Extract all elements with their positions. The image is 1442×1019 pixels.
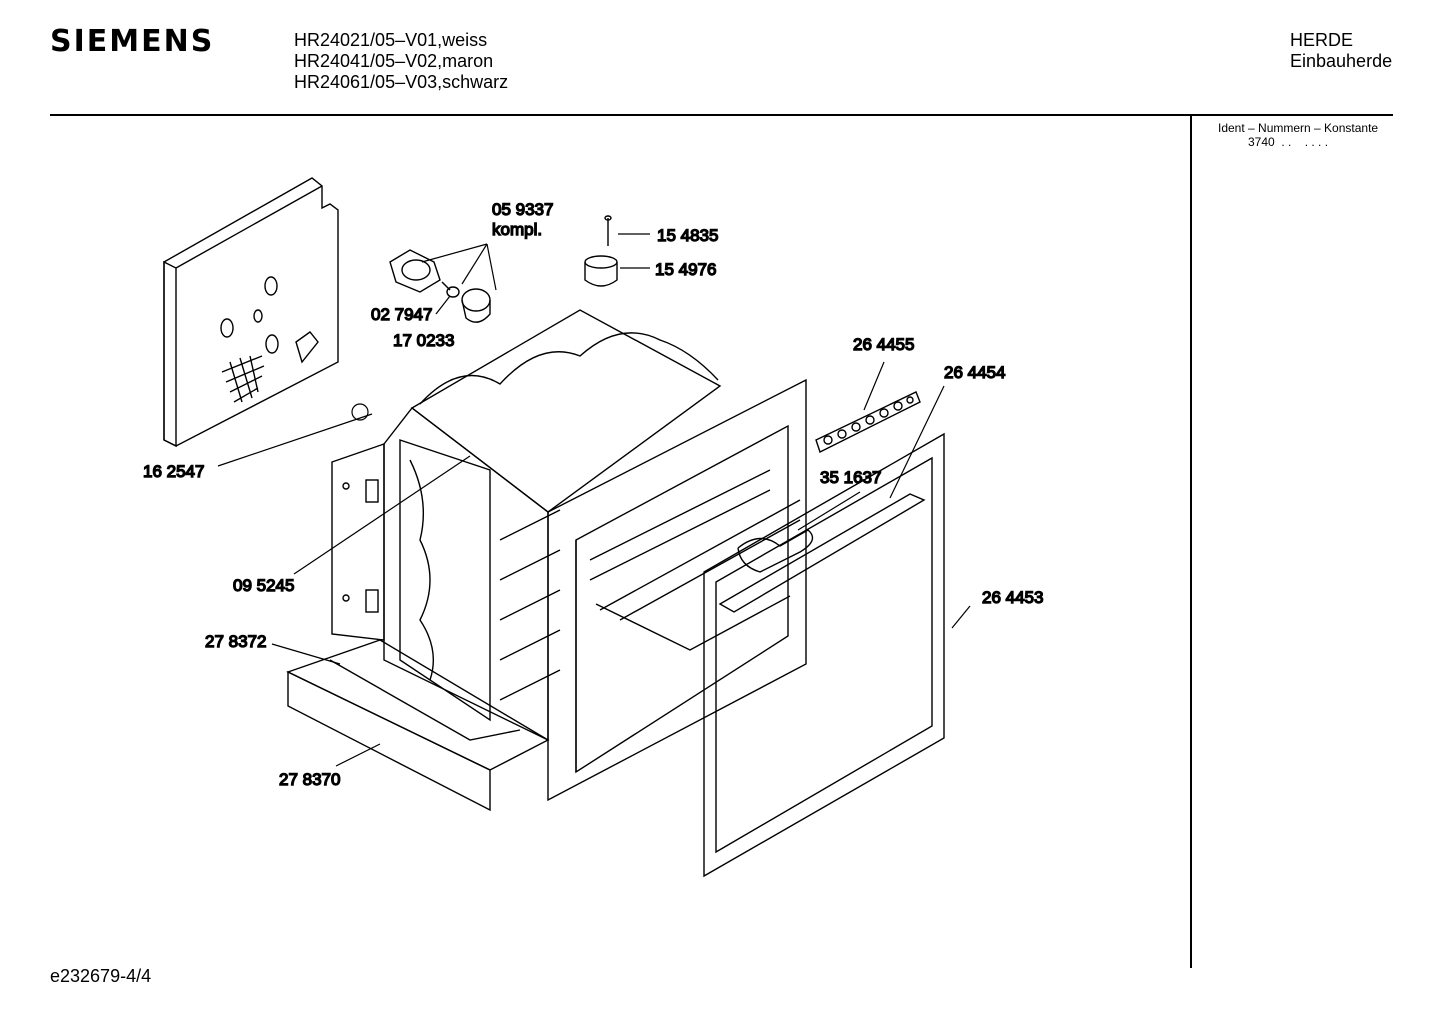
part-label: 02 7947: [371, 305, 432, 324]
part-label: 26 4454: [944, 363, 1005, 382]
model-line: HR24061/05–V03,schwarz: [294, 72, 509, 92]
model-list: HR24021/05–V01,weiss HR24041/05–V02,maro…: [294, 30, 508, 93]
document-id: e232679-4/4: [50, 966, 152, 986]
ident-value: 3740 . . . . . .: [1248, 135, 1329, 149]
selector-knob-drawing: [389, 249, 491, 323]
part-label: 27 8370: [279, 770, 340, 789]
screw-and-cap-drawing: [584, 215, 618, 287]
part-label: 26 4453: [982, 588, 1043, 607]
leader-lines: [217, 233, 971, 767]
brand-logo: SIEMENS: [50, 24, 215, 59]
model-line: HR24021/05–V01,weiss: [294, 30, 488, 50]
model-line: HR24041/05–V02,maron: [294, 51, 494, 71]
ident-panel: Ident – Nummern – Konstante 3740 . . . .…: [1218, 121, 1378, 149]
category-subtitle: Einbauherde: [1290, 51, 1393, 71]
part-label: 05 9337: [492, 200, 553, 219]
part-label: 16 2547: [143, 462, 204, 481]
ident-title: Ident – Nummern – Konstante: [1218, 121, 1379, 135]
control-panel-drawing: [163, 177, 339, 448]
part-label: 09 5245: [233, 576, 294, 595]
oven-body-drawing: [331, 309, 807, 802]
part-label: 26 4455: [853, 335, 914, 354]
part-label: kompl.: [492, 220, 542, 239]
door-seal-drawing: [703, 432, 945, 878]
part-label: 17 0233: [393, 331, 454, 350]
header-divider: [50, 114, 1393, 116]
part-label: 15 4835: [657, 226, 718, 245]
exploded-view-diagram: 05 9337 kompl. 15 4835 15 4976 02 7947 1…: [142, 177, 1044, 878]
category-title: HERDE: [1290, 30, 1354, 50]
part-label: 15 4976: [655, 260, 716, 279]
category: HERDE Einbauherde: [1290, 30, 1392, 72]
part-label: 27 8372: [205, 632, 266, 651]
side-divider: [1190, 116, 1192, 968]
bottom-tray-drawing: [286, 639, 550, 812]
part-label: 35 1637: [820, 468, 881, 487]
heating-element-drawing: [718, 391, 926, 613]
